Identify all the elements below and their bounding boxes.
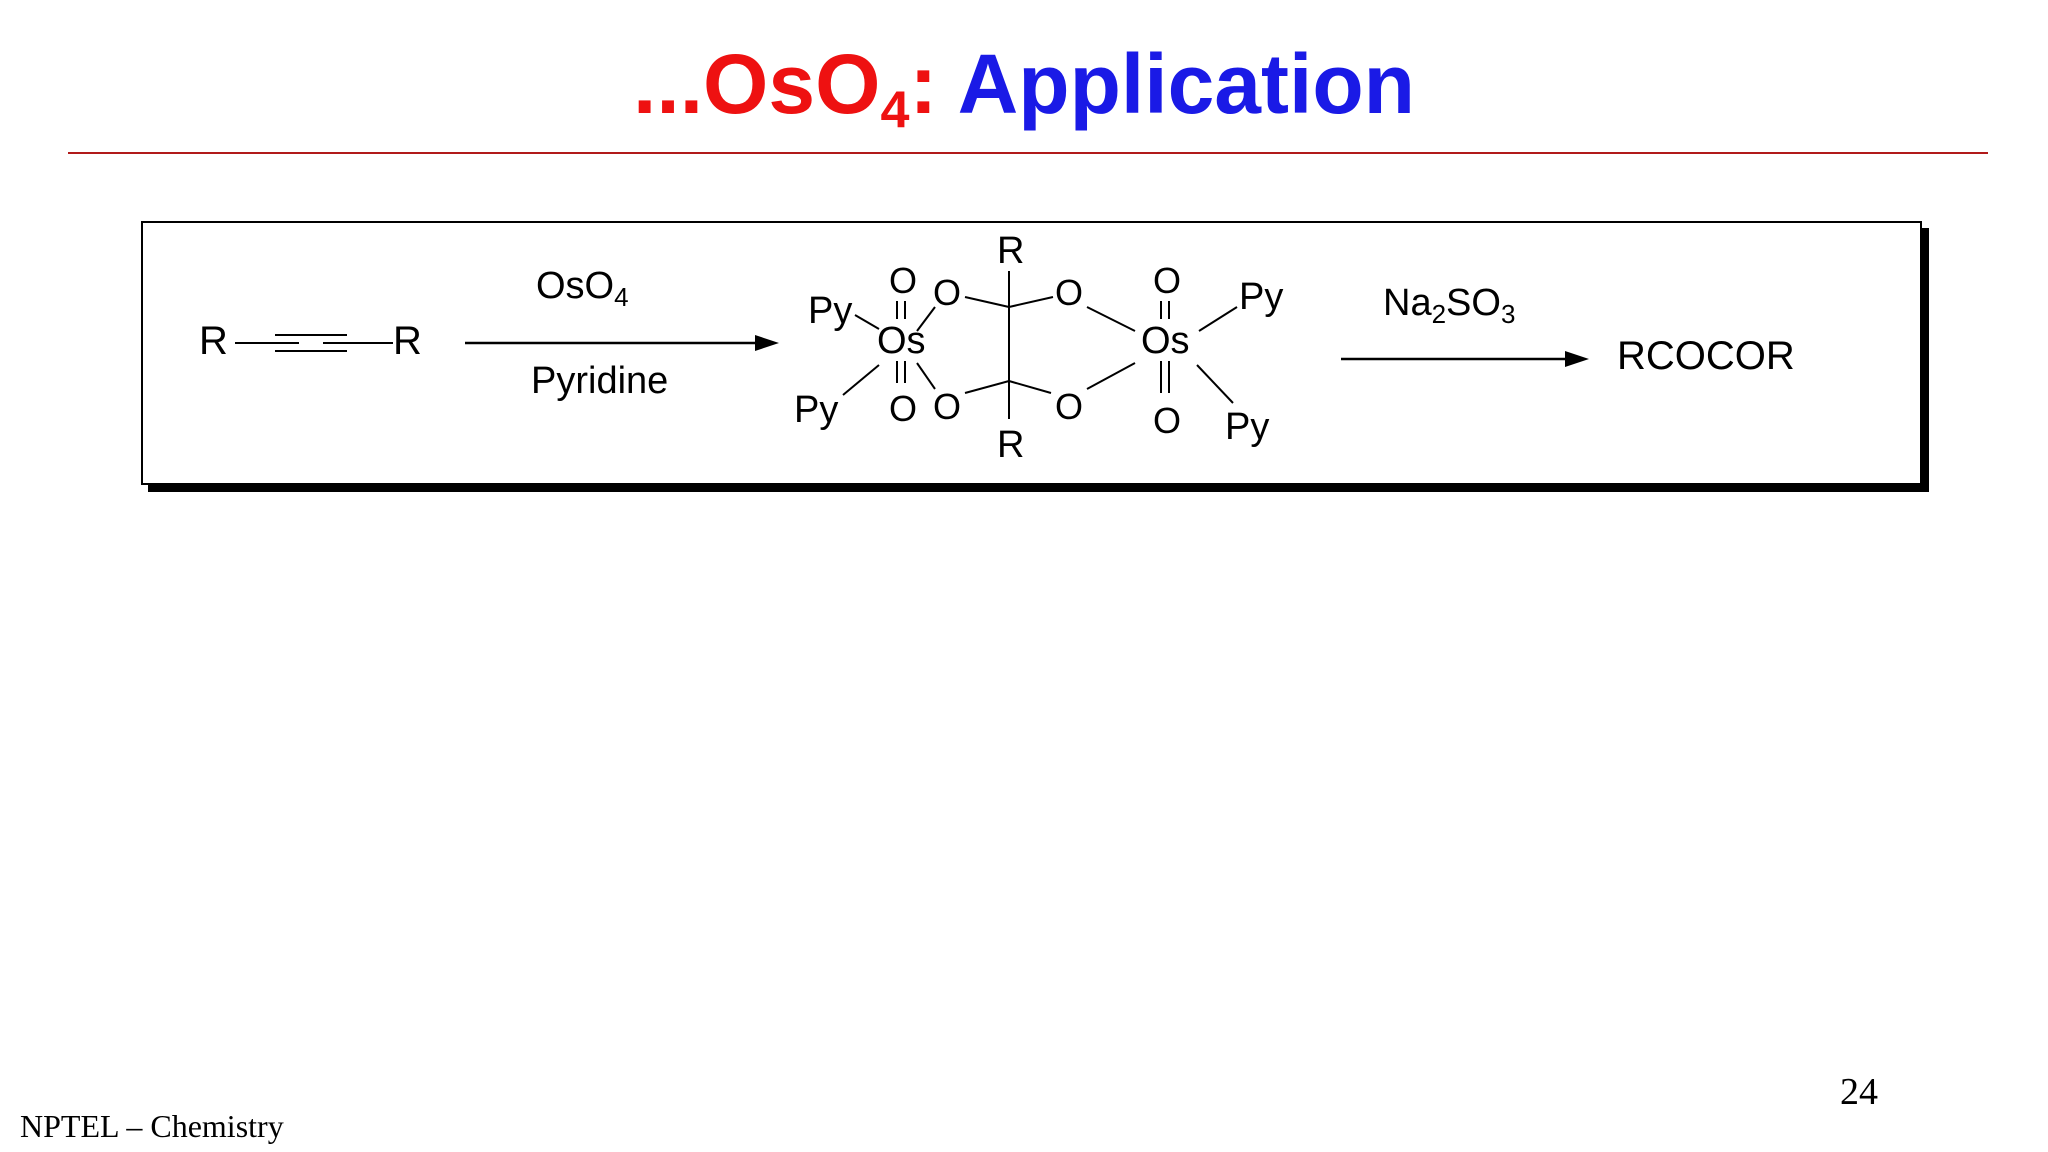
bond-c-o-lr [1008,380,1052,394]
left-py-bottom-bond [842,364,880,396]
step2-reagent: Na2SO3 [1383,282,1515,329]
reactant-right-r: R [393,319,422,363]
right-py-bottom: Py [1225,406,1269,448]
step2-arrow-head [1565,351,1589,367]
right-py-top-bond [1198,306,1238,332]
right-os-top-oxo: O [1153,260,1181,301]
right-py-bottom-bond [1196,364,1234,404]
left-py-bottom: Py [794,389,838,431]
left-py-top: Py [808,290,852,332]
right-os-bottom-oxo: O [1153,400,1181,441]
product-label: RCOCOR [1617,334,1795,378]
right-py-top: Py [1239,276,1283,318]
bond-o-os-ur [1086,306,1136,332]
title-prefix: ...OsO [633,37,881,131]
page-number: 24 [1840,1071,1878,1113]
step1-arrow-head [755,335,779,351]
title-subscript: 4 [880,81,910,140]
title-divider [68,152,1988,154]
bond-o-c-ll [964,380,1010,394]
title-colon: : [909,37,938,131]
reaction-scheme: R R OsO4 Pyridine Os O O Py [199,230,1795,466]
slide-title: ...OsO4: Application [0,42,2048,137]
reaction-scheme-box: R R OsO4 Pyridine Os O O Py [141,221,1922,485]
reactant-left-r: R [199,319,228,363]
bond-os-o-ul [916,306,936,332]
step1-reagent-top: OsO4 [536,265,629,312]
ring-o-lower-left: O [933,386,961,427]
bond-o-os-lr [1086,362,1136,390]
left-os-atom: Os [877,320,926,362]
core-r-bottom: R [997,424,1024,466]
footer-label: NPTEL – Chemistry [20,1108,284,1144]
ring-o-upper-left: O [933,272,961,313]
left-os-top-oxo: O [889,260,917,301]
left-py-top-bond [854,314,880,330]
step1-reagent-bottom: Pyridine [531,360,668,402]
title-main: Application [937,37,1415,131]
bond-os-o-ll [916,362,936,390]
osmate-ester-structure: Os O O Py Py O O R [794,230,1283,466]
right-os-atom: Os [1141,320,1190,362]
ring-o-lower-right: O [1055,386,1083,427]
core-r-top: R [997,230,1024,272]
bond-c-o-ur [1008,296,1054,308]
ring-o-upper-right: O [1055,272,1083,313]
left-os-bottom-oxo: O [889,388,917,429]
bond-o-c-ul [964,296,1010,308]
